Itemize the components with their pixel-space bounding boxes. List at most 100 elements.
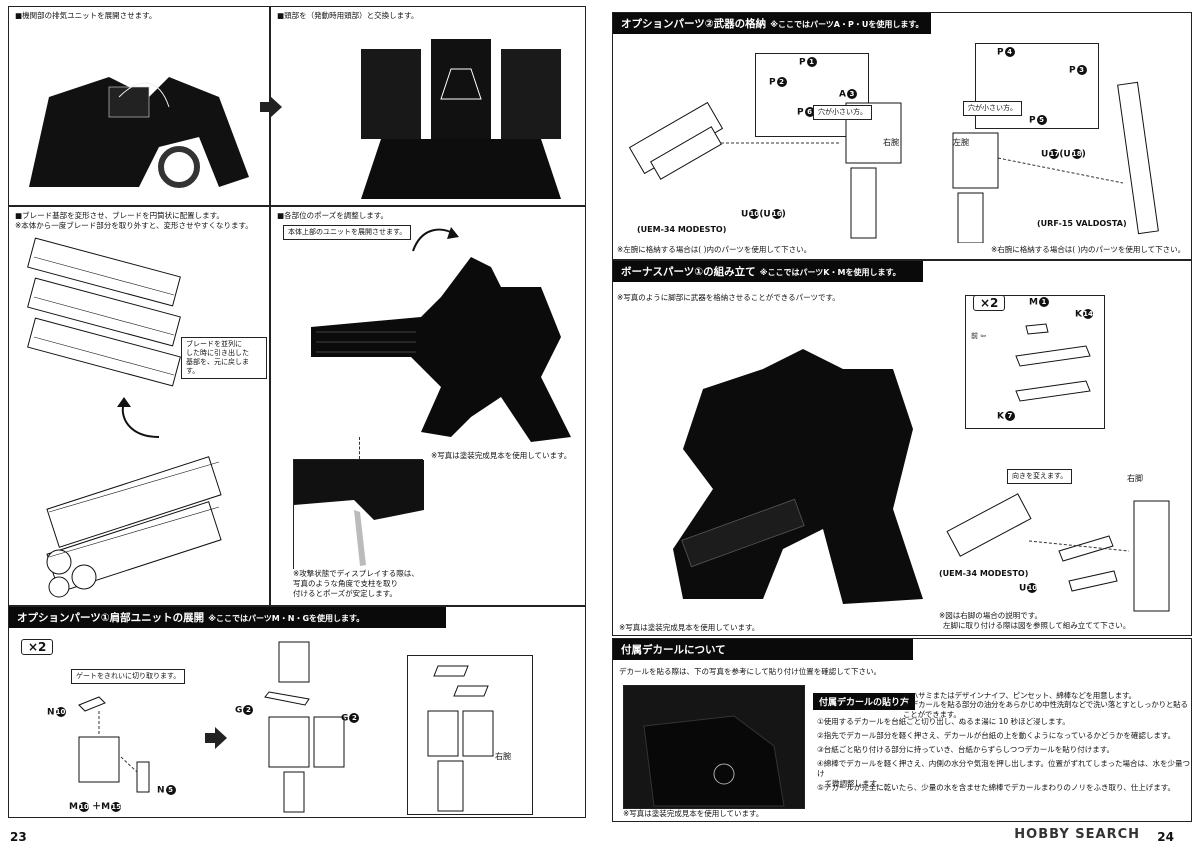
- section-subtitle: ※ここではパーツA・P・Uを使用します。: [770, 20, 924, 29]
- decal-intro: デカールを貼る際は、下の写真を参考にして貼り付け位置を確認して下さい。: [619, 667, 882, 676]
- exhaust-unit-image: [29, 77, 249, 188]
- option-parts-1-panel: オプションパーツ①肩部ユニットの展開※ここではパーツM・N・Gを使用します。 ×…: [8, 606, 586, 818]
- weapon-name-modesto: (UEM-34 MODESTO): [939, 569, 1029, 578]
- section-header: オプションパーツ②武器の格納※ここではパーツA・P・Uを使用します。: [613, 13, 931, 34]
- shoulder-parts-diagram: [78, 696, 150, 793]
- shoulder-assembly-diagram: [264, 641, 345, 813]
- part-label-n10: N10: [47, 707, 66, 718]
- decal-step-5: ⑤デカールが完全に乾いたら、少量の水を含ませた綿棒でデカールまわりのノリをふき取…: [817, 783, 1175, 792]
- weapon-name-valdosta: (URF-15 VALDOSTA): [1037, 219, 1127, 228]
- blade-arrow-icon: [117, 397, 160, 438]
- decal-panel: 付属デカールについて デカールを貼る際は、下の写真を参考にして貼り付け位置を確認…: [612, 638, 1192, 822]
- parts-inset: [965, 295, 1105, 429]
- part-label-u10: U10: [1019, 583, 1038, 594]
- step-caption: ■各部位のポーズを調整します。: [277, 211, 388, 220]
- watermark-logo: HOBBY SEARCH: [1014, 827, 1140, 842]
- head-swap-image: [361, 39, 561, 199]
- left-arm-label: 左腕: [953, 138, 969, 147]
- step-pose-panel: ■各部位のポーズを調整します。 本体上部のユニットを展開させます。 ※写真は塗装…: [270, 206, 586, 606]
- section-title: オプションパーツ①肩部ユニットの展開: [17, 612, 205, 624]
- decal-tip-2: ◆ デカールを貼る部分の油分をあらかじめ中性洗剤などで洗い落とすとしっかりと貼る…: [903, 700, 1188, 719]
- step-blade-panel: ■ブレード基部を変形させ、ブレードを円筒状に配置します。 ※本体から一度ブレード…: [8, 206, 270, 606]
- left-page: ■機関部の排気ユニットを展開させます。 ■頭部を（発動時用頭部）と交換します。 …: [8, 6, 586, 844]
- quantity-badge: ×2: [973, 295, 1006, 311]
- section-header: 付属デカールについて: [613, 639, 913, 660]
- decal-howto-title: 付属デカールの貼り方: [813, 693, 916, 710]
- section-title: オプションパーツ②武器の格納: [621, 18, 767, 30]
- part-label-u17-u18: U17(U18): [1041, 149, 1086, 160]
- left-leg-note: 左脚に取り付ける際は図を参照して組み立てて下さい。: [943, 621, 1131, 630]
- section-subtitle: ※ここではパーツM・N・Gを使用します。: [208, 614, 365, 623]
- blade-cylinder-diagram: [46, 456, 222, 598]
- leg-storage-photo: [673, 349, 923, 604]
- weapon-name-modesto: (UEM-34 MODESTO): [637, 225, 727, 234]
- right-arm-label: 右腕: [495, 752, 511, 761]
- step-caption: ■頭部を（発動時用頭部）と交換します。: [277, 11, 419, 20]
- hole-callout-2: 穴が小さい方。: [963, 101, 1022, 116]
- part-label-k14: K14: [1075, 309, 1093, 320]
- photo-note: ※写真は塗装完成見本を使用しています。: [619, 623, 760, 632]
- bonus-caption: ※写真のように脚部に武器を格納させることができるパーツです。: [617, 293, 840, 302]
- part-label-u10-u16: U10(U16): [741, 209, 786, 220]
- step-exhaust-panel: ■機関部の排気ユニットを展開させます。: [8, 6, 270, 206]
- page-number-left: 23: [10, 830, 27, 844]
- gate-callout: ゲートをきれいに切り取ります。: [71, 669, 186, 684]
- hole-callout: 穴が小さい方。: [813, 105, 872, 120]
- right-arm-note: ※右腕に格納する場合は( )内のパーツを使用して下さい。: [991, 245, 1186, 254]
- decal-photo: [623, 685, 805, 809]
- weapon-storage-diagram-left: [952, 81, 1159, 243]
- left-arm-note: ※左腕に格納する場合は( )内のパーツを使用して下さい。: [617, 245, 812, 254]
- right-leg-label: 右脚: [1127, 474, 1143, 483]
- blade-callout: ブレードを並列に した時に引き出した 基部を、元に戻します。: [181, 337, 267, 379]
- assembled-inset: [407, 655, 533, 815]
- decal-step-4: ④綿棒でデカールを軽く押さえ、内側の水分や気泡を押し出します。位置がずれてしまっ…: [817, 759, 1190, 788]
- right-arm-label: 右腕: [883, 138, 899, 147]
- step-caption: ■機関部の排気ユニットを展開させます。: [15, 11, 157, 20]
- front-label: 前 ⇦: [971, 332, 987, 340]
- step-caption-2: ※本体から一度ブレード部分を取り外すと、変形させやすくなります。: [15, 221, 253, 230]
- page-number-right: 24: [1157, 830, 1174, 844]
- photo-note: ※写真は塗装完成見本を使用しています。: [623, 809, 764, 818]
- decal-step-3: ③台紙ごと貼り付ける部分に持っていき、台紙からずらしつつデカールを貼り付けます。: [817, 745, 1114, 754]
- section-title: ボーナスパーツ①の組み立て: [621, 266, 756, 278]
- weapon-storage-diagram-right: [628, 101, 902, 239]
- step-arrow-icon: [205, 727, 227, 753]
- section-header: オプションパーツ①肩部ユニットの展開※ここではパーツM・N・Gを使用します。: [9, 607, 446, 628]
- step-head-panel: ■頭部を（発動時用頭部）と交換します。: [270, 6, 586, 206]
- step-caption-1: ■ブレード基部を変形させ、ブレードを円筒状に配置します。: [15, 211, 224, 220]
- step-arrow-icon: [260, 96, 282, 122]
- inset-leader: [359, 437, 360, 459]
- decal-step-1: ①使用するデカールを台紙ごと切り出し、ぬるま湯に 10 秒ほど浸します。: [817, 717, 1070, 726]
- pose-callout: 本体上部のユニットを展開させます。: [283, 225, 412, 240]
- quantity-badge: ×2: [21, 639, 54, 655]
- part-label-m10-m15: M10 ＋M15: [69, 801, 122, 812]
- decal-step-2: ②指先でデカール部分を軽く押さえ、デカールが台紙の上を動くようになっているかどう…: [817, 731, 1176, 740]
- arm-rotate-arrow-icon: [412, 227, 459, 252]
- blade-linear-diagram: [27, 237, 181, 387]
- orientation-callout: 向きを変えます。: [1007, 469, 1073, 484]
- posed-mech-photo: [311, 257, 571, 442]
- attack-inset-photo: [293, 459, 424, 570]
- leg-storage-diagram: [946, 493, 1170, 612]
- bonus-parts-1-panel: ボーナスパーツ①の組み立て※ここではパーツK・Mを使用します。 ※写真のように脚…: [612, 260, 1192, 636]
- section-subtitle: ※ここではパーツK・Mを使用します。: [759, 268, 901, 277]
- section-header: ボーナスパーツ①の組み立て※ここではパーツK・Mを使用します。: [613, 261, 923, 282]
- decal-tip-1: ◆ ハサミまたはデザインナイフ、ピンセット、綿棒などを用意します。: [903, 691, 1136, 700]
- photo-note: ※写真は塗装完成見本を使用しています。: [431, 451, 572, 460]
- inset-note: ※攻撃状態でディスプレイする際は、 写真のような角度で支柱を取り 付けるとポーズ…: [293, 569, 419, 598]
- right-leg-note: ※図は右脚の場合の説明です。: [939, 611, 1043, 620]
